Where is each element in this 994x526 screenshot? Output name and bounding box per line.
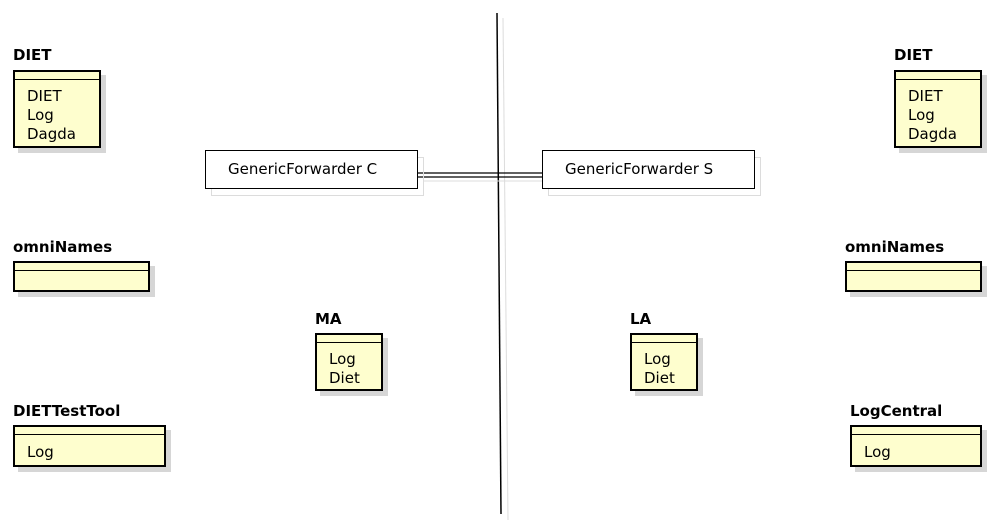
package-title: DIET	[894, 46, 933, 64]
package-item: Diet	[329, 369, 360, 387]
package-item: DIET	[27, 87, 62, 105]
package-box: DIET Log Dagda	[13, 70, 101, 148]
package-item: Log	[329, 350, 356, 368]
package-separator	[852, 434, 980, 435]
package-item: Log	[908, 106, 935, 124]
forwarder-client: GenericForwarder C	[205, 150, 418, 189]
package-box	[13, 261, 150, 292]
package-title: LA	[630, 310, 652, 328]
package-separator	[15, 270, 148, 271]
package-separator	[15, 434, 164, 435]
forwarder-label: GenericForwarder S	[565, 160, 714, 178]
forwarder-label: GenericForwarder C	[228, 160, 378, 178]
package-title: omniNames	[845, 238, 945, 256]
package-separator	[317, 342, 381, 343]
package-item: DIET	[908, 87, 943, 105]
forwarder-server: GenericForwarder S	[542, 150, 755, 189]
network-divider	[496, 12, 502, 515]
package-box: Log	[850, 425, 982, 467]
package-box: Log	[13, 425, 166, 467]
package-title: MA	[315, 310, 342, 328]
package-separator	[15, 79, 99, 80]
package-box: DIET Log Dagda	[894, 70, 982, 148]
package-separator	[632, 342, 696, 343]
package-item: Diet	[644, 369, 675, 387]
package-item: Log	[27, 106, 54, 124]
package-title: DIET	[13, 46, 52, 64]
package-separator	[847, 270, 980, 271]
package-item: Log	[27, 443, 54, 461]
package-title: LogCentral	[850, 402, 943, 420]
package-item: Dagda	[908, 125, 957, 143]
network-divider-shadow	[502, 17, 509, 521]
package-box: Log Diet	[630, 333, 698, 391]
package-title: omniNames	[13, 238, 113, 256]
package-item: Dagda	[27, 125, 76, 143]
package-separator	[896, 79, 980, 80]
package-item: Log	[644, 350, 671, 368]
package-box: Log Diet	[315, 333, 383, 391]
package-item: Log	[864, 443, 891, 461]
package-title: DIETTestTool	[13, 402, 121, 420]
package-box	[845, 261, 982, 292]
